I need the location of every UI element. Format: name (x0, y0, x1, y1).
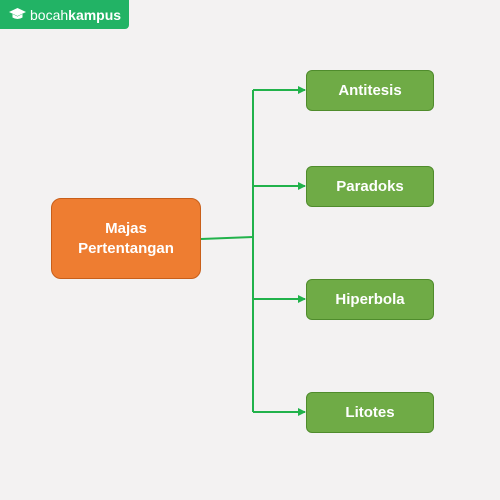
child-node-litotes: Litotes (306, 392, 434, 433)
child-node-paradoks: Paradoks (306, 166, 434, 207)
root-node-line2: Pertentangan (78, 239, 174, 257)
root-node-line1: Majas (105, 219, 147, 237)
child-node-label: Hiperbola (335, 291, 405, 308)
connector-root-trunk (200, 236, 254, 240)
graduation-cap-icon (9, 8, 26, 19)
child-node-antitesis: Antitesis (306, 70, 434, 111)
child-node-label: Paradoks (336, 178, 404, 195)
child-node-hiperbola: Hiperbola (306, 279, 434, 320)
brand-name-bold: kampus (68, 6, 122, 23)
child-node-label: Antitesis (338, 82, 402, 99)
child-node-label: Litotes (345, 404, 395, 421)
root-node-majas-pertentangan: Majas Pertentangan (51, 198, 201, 279)
brand-name-light: bocah (30, 6, 69, 23)
